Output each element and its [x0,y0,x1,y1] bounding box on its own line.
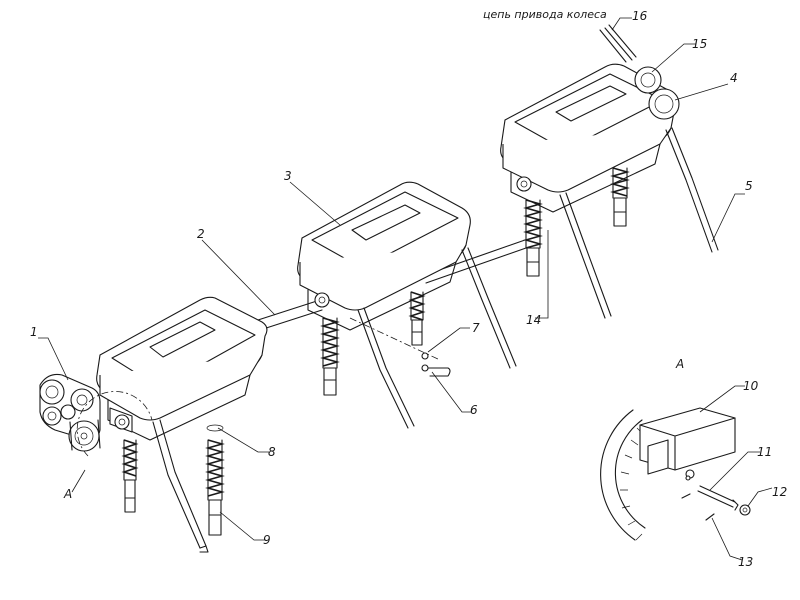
section-unit-left [39,296,268,553]
spring-leg-right-front [523,199,543,277]
spring-leg-middle-front [320,317,340,396]
detail-a-marker [76,391,153,457]
idler-sprocket [634,66,662,94]
callout-4: 4 [730,71,738,85]
spring-9 [205,424,225,536]
section-unit-right [500,24,719,319]
spring-leg-middle-back [408,291,426,346]
callout-14: 14 [526,313,541,327]
detail-view-a [600,407,751,541]
callout-7: 7 [472,321,480,335]
callout-10: 10 [743,379,759,393]
callout-2: 2 [197,227,205,241]
spring-leg-left [121,439,139,513]
callout-6: 6 [470,403,478,417]
drive-sprocket [648,88,680,120]
callout-8: 8 [268,445,276,459]
callout-13: 13 [738,555,753,569]
callout-5: 5 [745,179,753,193]
callout-15: 15 [692,37,707,51]
callout-labels: 1 2 3 4 5 6 7 8 9 10 11 12 13 14 15 16 ц… [30,8,787,569]
gear-drive [39,373,101,452]
leader-lines [38,17,773,561]
detail-view-title: A [675,357,684,371]
hopper-body [99,354,263,421]
chain [604,24,637,61]
callout-16: 16 [632,9,648,23]
callout-12: 12 [772,485,787,499]
spring-leg-right-back [610,167,630,227]
chain-caption: цепь привода колеса [483,8,607,21]
callout-11: 11 [757,445,772,459]
callout-9: 9 [263,533,271,547]
callout-3: 3 [284,169,292,183]
detail-marker-label: A [63,487,72,501]
callout-1: 1 [30,325,38,339]
section-unit-middle [297,181,517,429]
